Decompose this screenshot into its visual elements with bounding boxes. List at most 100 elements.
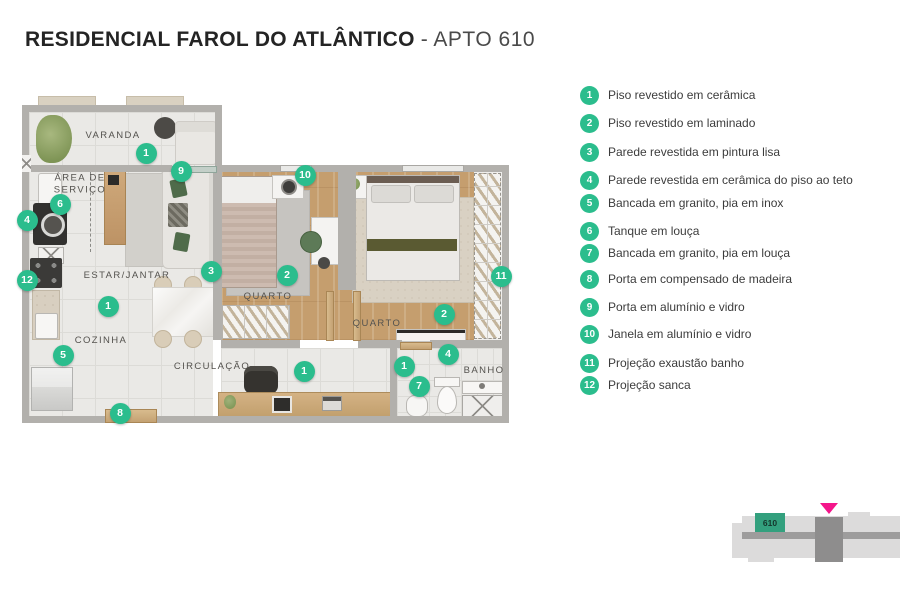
wall-bathroom-left [390, 348, 397, 416]
legend-number-badge: 11 [580, 353, 599, 373]
service-window [22, 155, 31, 172]
legend-label: Porta em alumínio e vidro [608, 300, 745, 314]
room-label-quarto-2: QUARTO [352, 317, 402, 329]
wall-living-bedroom1 [213, 172, 222, 340]
plan-marker-2: 2 [276, 264, 298, 286]
floorplate-notch [732, 516, 742, 523]
shower-box [462, 395, 503, 417]
plan-marker-4: 4 [16, 209, 38, 231]
plan-marker-12: 12 [16, 269, 38, 291]
plan-marker-9: 9 [170, 160, 192, 182]
building-location-map: 610 [728, 496, 900, 568]
plan-marker-11: 11 [490, 265, 512, 287]
project-name: RESIDENCIAL FAROL DO ATLÂNTICO [25, 28, 415, 51]
bathroom-sink [406, 395, 428, 417]
sanca-projection-line [90, 172, 91, 252]
wall-top-left [22, 105, 222, 112]
laptop [272, 396, 292, 413]
legend-label: Bancada em granito, pia em louça [608, 246, 791, 260]
legend-label: Piso revestido em laminado [608, 116, 756, 130]
core-block [815, 517, 843, 562]
legend-label: Parede revestida em cerâmica do piso ao … [608, 173, 853, 187]
bedroom2-door [353, 291, 361, 341]
faucet [479, 383, 485, 389]
legend-label: Janela em alumínio e vidro [608, 327, 752, 341]
legend-label: Parede revestida em pintura lisa [608, 145, 781, 159]
wall-right [502, 165, 509, 423]
bathroom-door [400, 342, 432, 350]
kitchen-sink [35, 313, 58, 339]
tv [108, 175, 119, 185]
mirror [281, 179, 297, 195]
unit-610-highlight: 610 [755, 513, 785, 532]
legend-number-badge: 10 [580, 324, 599, 344]
legend-item: 1 Piso revestido em cerâmica [580, 85, 755, 105]
lounge-chair [175, 121, 217, 165]
legend-item: 8 Porta em compensado de madeira [580, 269, 792, 289]
wall-rooms-bottom-b [358, 340, 402, 348]
plant [36, 115, 72, 163]
legend-label: Tanque em louça [608, 224, 700, 238]
bedroom2-window [402, 165, 464, 172]
plan-marker-5: 5 [52, 344, 74, 366]
floorplate-step [848, 512, 870, 516]
refrigerator [31, 367, 73, 411]
wall-rooms-bottom-a [221, 340, 300, 348]
legend-label: Porta em compensado de madeira [608, 272, 793, 286]
plan-marker-2: 2 [433, 303, 455, 325]
printer [322, 396, 342, 411]
room-label-circulacao: CIRCULAÇÃO [173, 360, 251, 372]
wall-bottom [22, 416, 509, 423]
wall-top-right [215, 165, 509, 172]
stool [318, 257, 330, 269]
plan-marker-1: 1 [135, 142, 157, 164]
wall-bedrooms-divider [338, 172, 356, 290]
desk-chair-green [300, 231, 322, 253]
wall-left [22, 105, 29, 423]
location-marker-icon [820, 503, 838, 514]
room-label-area-servico: ÁREA DE SERVIÇO [53, 172, 107, 196]
floor-plan: VARANDA ÁREA DE SERVIÇO ESTAR/JANTAR COZINH… [16, 96, 512, 424]
toilet [437, 386, 457, 414]
plan-marker-3: 3 [200, 260, 222, 282]
legend-item: 3 Parede revestida em pintura lisa [580, 142, 780, 162]
floorplate-step [748, 558, 774, 562]
plan-marker-10: 10 [294, 164, 316, 186]
plan-marker-4: 4 [437, 343, 459, 365]
legend-number-badge: 1 [580, 85, 599, 105]
legend-number-badge: 4 [580, 170, 599, 190]
plan-marker-1: 1 [293, 360, 315, 382]
unit-number: 610 [762, 517, 778, 528]
wall-rooms-bottom-c [430, 340, 502, 348]
legend-item: 4 Parede revestida em cerâmica do piso ao… [580, 170, 853, 190]
legend-label: Bancada em granito, pia em inox [608, 196, 784, 210]
sofa-throw [168, 203, 188, 227]
office-chair [244, 366, 278, 394]
pillow [371, 185, 411, 203]
room-label-cozinha: COZINHA [74, 334, 128, 346]
page-title: RESIDENCIAL FAROL DO ATLÂNTICO- APTO 610 [25, 28, 535, 52]
legend-item: 2 Piso revestido em laminado [580, 113, 755, 133]
room-label-varanda: VARANDA [85, 129, 141, 141]
side-table [154, 117, 176, 139]
wall-varanda-right [215, 105, 222, 165]
pillow [414, 185, 454, 203]
legend-number-badge: 8 [580, 269, 599, 289]
plan-marker-8: 8 [109, 402, 131, 424]
plan-marker-1: 1 [393, 355, 415, 377]
apartment-number: - APTO 610 [420, 28, 536, 51]
legend-label: Piso revestido em cerâmica [608, 88, 756, 102]
dining-chair [154, 330, 172, 348]
room-label-estar-jantar: ESTAR/JANTAR [83, 269, 171, 281]
room-label-banho: BANHO [463, 364, 505, 376]
washing-machine-drum [41, 213, 65, 237]
legend-number-badge: 3 [580, 142, 599, 162]
dining-chair [184, 330, 202, 348]
legend-item: 10 Janela em alumínio e vidro [580, 324, 751, 344]
legend-number-badge: 2 [580, 113, 599, 133]
legend-number-badge: 6 [580, 221, 599, 241]
